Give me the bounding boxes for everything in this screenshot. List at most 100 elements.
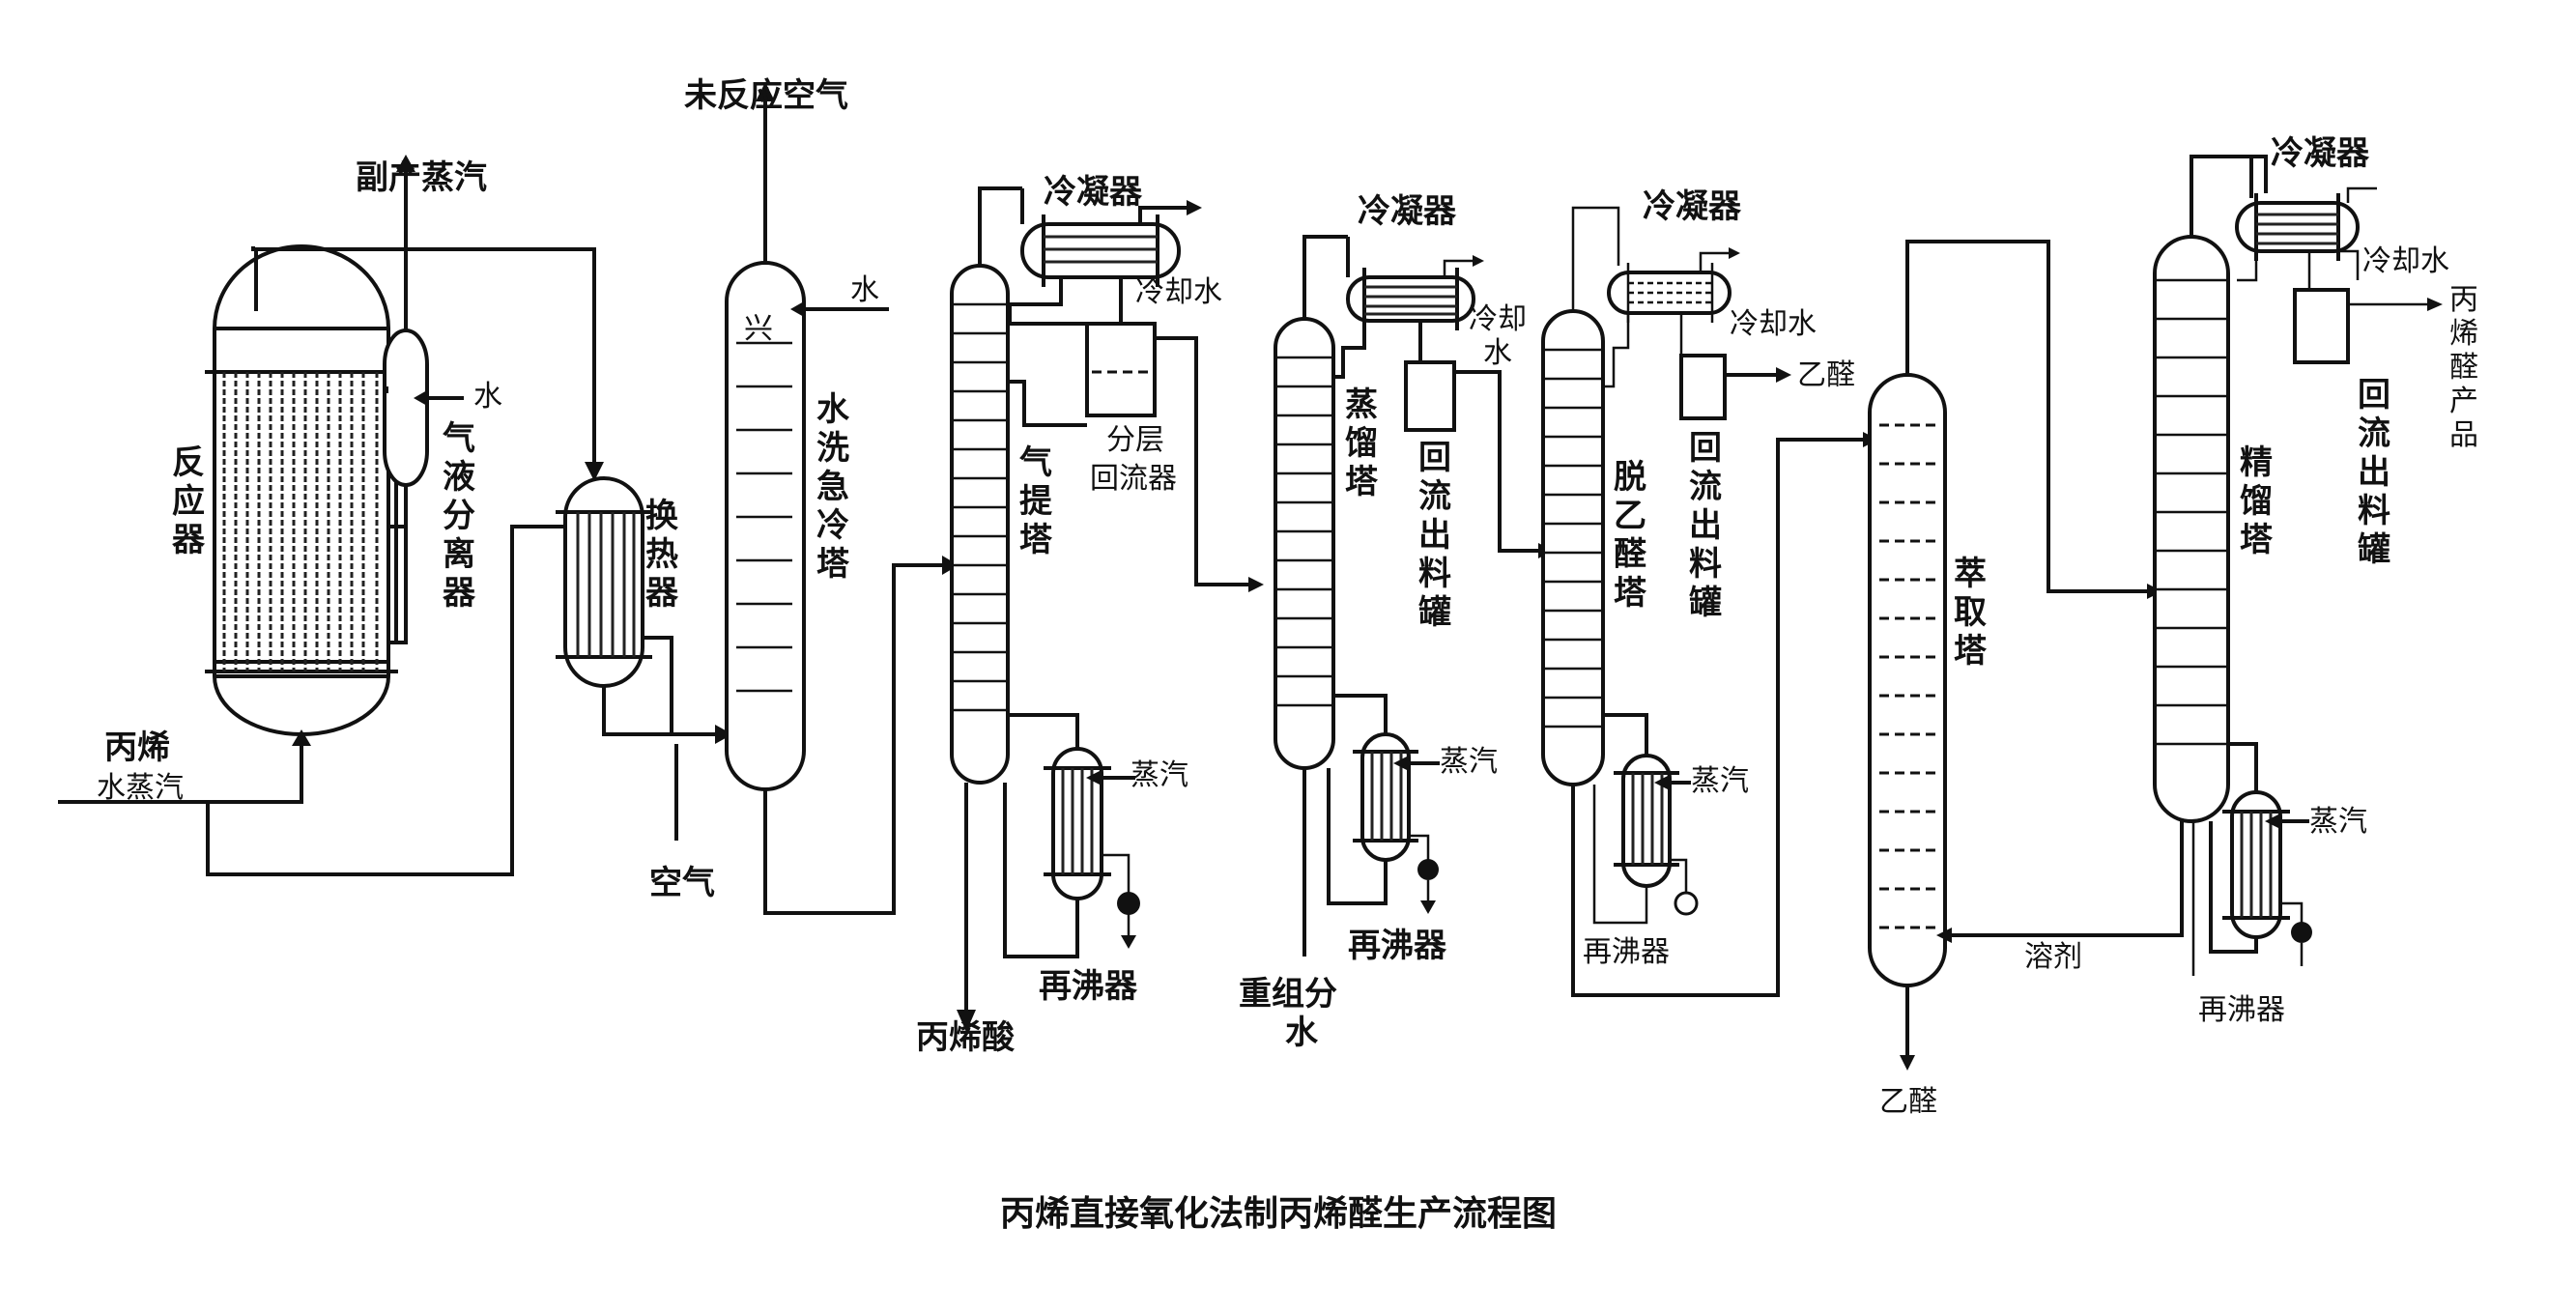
- water-label-2: 水: [850, 273, 879, 307]
- deacetaldehyde-label-3: 醛: [1614, 535, 1646, 574]
- steam-1-label: 蒸汽: [1131, 758, 1188, 792]
- layer-reflux-label-2: 回流器: [1090, 462, 1177, 496]
- acetaldehyde-2-label: 乙醛: [1879, 1085, 1937, 1119]
- solvent-return-pipe: [1945, 816, 2184, 937]
- layer-reflux-drum: [1085, 322, 1157, 417]
- reflux-drum-2-label-2: 流: [1689, 468, 1722, 506]
- condenser-1: [1020, 214, 1181, 287]
- layer-reflux-label-1: 分层: [1106, 423, 1164, 457]
- reboiler-1-label: 再沸器: [1039, 967, 1138, 1006]
- reboiler-3-label: 再沸器: [1583, 935, 1670, 969]
- deacetaldehyde-label-1: 脱: [1614, 458, 1646, 497]
- distillation-tower: [1274, 317, 1335, 770]
- extraction-label-1: 萃: [1954, 555, 1987, 593]
- stripper-tower: [950, 264, 1010, 785]
- reflux-drum-1-label-4: 料: [1418, 555, 1451, 593]
- rectification-label-2: 馏: [2240, 482, 2273, 521]
- cooling-water-4-label: 冷却水: [2362, 244, 2449, 278]
- extraction-overhead-pipe: [1905, 240, 2155, 593]
- cooling-water-2-label-1: 冷却: [1469, 302, 1527, 336]
- air-label: 空气: [649, 864, 715, 902]
- cooling-water-3-label: 冷却水: [1730, 307, 1817, 341]
- cooling-water-1-label: 冷却水: [1135, 275, 1222, 309]
- deacetaldehyde-tower: [1541, 309, 1605, 786]
- quench-label-4: 冷: [816, 506, 849, 545]
- reflux-drum-1-label-1: 回: [1418, 439, 1451, 477]
- condenser-4: [2235, 193, 2360, 261]
- quench-label-2: 洗: [816, 429, 849, 468]
- cooling-water-2-label-2: 水: [1483, 336, 1512, 370]
- heavy-water-label-1: 重组分: [1239, 975, 1337, 1014]
- acrylic-acid-label: 丙烯酸: [916, 1018, 1016, 1057]
- reflux-drum-2-label-1: 回: [1689, 429, 1722, 468]
- quench-label-3: 急: [816, 468, 849, 506]
- quench-tower: 兴: [725, 261, 806, 791]
- byproduct-steam-label: 副产蒸汽: [356, 158, 487, 197]
- extraction-label-2: 取: [1954, 593, 1987, 632]
- distillation-label-3: 塔: [1345, 463, 1379, 501]
- reactor: 反 应 器: [172, 243, 398, 737]
- quench-label-1: 水: [816, 390, 850, 429]
- reflux-drum-3: [2293, 288, 2350, 364]
- distillation-label-2: 馏: [1345, 424, 1378, 463]
- heat-exchanger-label-1: 换: [645, 497, 678, 535]
- propylene-feed-pipe: [58, 734, 303, 804]
- reboiler-3: [1614, 754, 1679, 888]
- reflux-drum-1-label-2: 流: [1418, 477, 1451, 516]
- gas-liquid-sep-label-1: 气: [442, 419, 475, 458]
- condenser-4-label: 冷凝器: [2271, 134, 2370, 173]
- water-steam-label: 水蒸汽: [97, 771, 184, 805]
- reflux-drum-1-label-5: 罐: [1418, 593, 1451, 632]
- reflux-drum-3-label-1: 回: [2358, 376, 2390, 414]
- gas-liquid-separator: [383, 328, 429, 487]
- stripper-label-2: 提: [1019, 482, 1052, 521]
- deacetaldehyde-label-4: 塔: [1614, 574, 1647, 613]
- gas-liquid-sep-label-5: 器: [443, 574, 476, 613]
- unreacted-air-label: 未反应空气: [684, 76, 848, 115]
- reflux-drum-2-label-4: 料: [1689, 545, 1722, 584]
- acetaldehyde-1-label: 乙醛: [1797, 358, 1855, 392]
- reflux-drum-2-label-5: 罐: [1689, 584, 1722, 622]
- heat-exchanger-label-2: 热: [645, 535, 678, 574]
- stripper-label-1: 气: [1018, 443, 1052, 482]
- spray-icon: 兴: [744, 312, 773, 346]
- reflux-drum-1-label-3: 出: [1418, 516, 1451, 555]
- solvent-label: 溶剂: [2024, 940, 2082, 974]
- stripper-overhead-pipe: [1155, 336, 1256, 586]
- to-quench-pipe: [602, 686, 725, 736]
- acrolein-product-label-4: 产: [2449, 385, 2478, 418]
- deacetaldehyde-bottom-pipe: [1571, 438, 1870, 997]
- acrolein-product-label-2: 烯: [2449, 317, 2478, 351]
- heat-exchanger-label-3: 器: [645, 574, 679, 613]
- reflux-drum-2: [1679, 354, 1727, 420]
- gas-liquid-sep-label-3: 分: [443, 497, 475, 535]
- reboiler-2: [1353, 732, 1418, 862]
- condenser-3-label: 冷凝器: [1643, 187, 1742, 226]
- reactor-label-1: 反: [172, 443, 205, 482]
- gas-liquid-sep-label-2: 液: [443, 458, 475, 497]
- steam-2-label: 蒸汽: [1440, 745, 1498, 779]
- rectification-label-1: 精: [2240, 443, 2273, 482]
- heat-exchanger-return-pipe: [206, 525, 570, 876]
- condenser-2-label: 冷凝器: [1358, 192, 1457, 231]
- rectification-tower: [2153, 235, 2230, 823]
- propylene-label: 丙烯: [104, 728, 170, 767]
- diagram-caption: 丙烯直接氧化法制丙烯醛生产流程图: [1000, 1194, 1557, 1234]
- condenser-3: [1607, 263, 1732, 323]
- reactor-label-3: 器: [172, 521, 206, 559]
- steam-4-label: 蒸汽: [2309, 805, 2367, 839]
- steam-3-label: 蒸汽: [1691, 764, 1749, 798]
- reflux-drum-2-label-3: 出: [1689, 506, 1722, 545]
- gas-liquid-sep-label-4: 离: [443, 535, 475, 574]
- reboiler-2-label: 再沸器: [1348, 927, 1447, 965]
- distillation-label-1: 蒸: [1345, 386, 1378, 424]
- reflux-drum-3-label-2: 流: [2358, 414, 2390, 453]
- extraction-tower: [1868, 373, 1947, 987]
- reboiler-4-label: 再沸器: [2198, 993, 2285, 1027]
- rectification-label-3: 塔: [2240, 521, 2274, 559]
- quench-label-5: 塔: [816, 545, 850, 584]
- acrolein-product-label-3: 醛: [2449, 351, 2478, 385]
- water-label-1: 水: [473, 380, 502, 414]
- reactor-label-2: 应: [172, 482, 205, 521]
